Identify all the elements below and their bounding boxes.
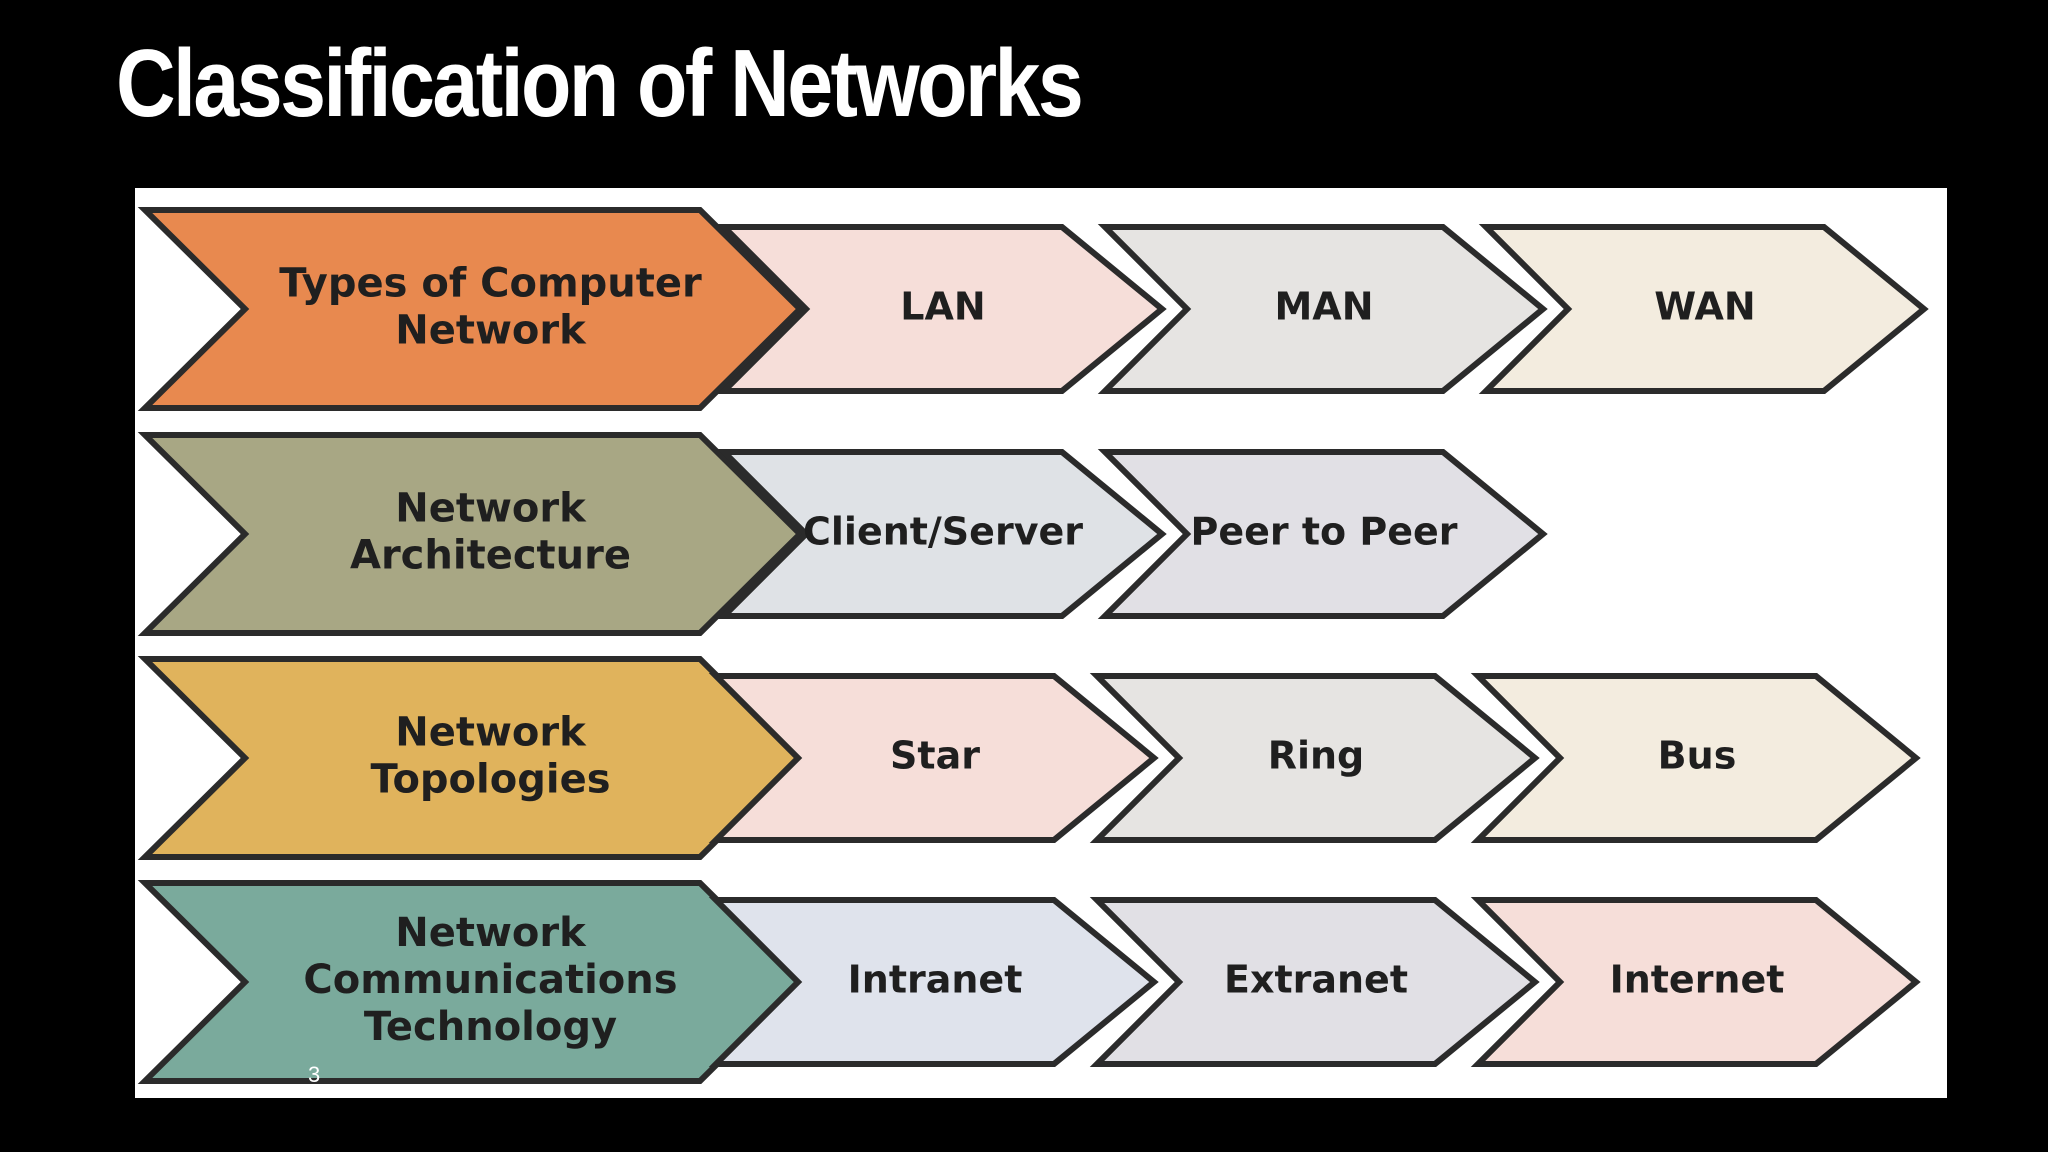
item-ring-chevron	[1089, 673, 1540, 843]
item-peer-to-peer-chevron	[1097, 449, 1548, 619]
category-network-topologies-chevron	[137, 656, 805, 860]
category-network-communications-technology-chevron	[137, 880, 805, 1084]
category-network-topologies-label-line-1: Network	[395, 710, 587, 756]
category-network-architecture-label-line-2: Architecture	[350, 533, 631, 579]
item-internet-label: Internet	[1610, 958, 1785, 1002]
item-star-chevron	[708, 673, 1159, 843]
item-wan-chevron	[1478, 224, 1929, 394]
category-network-communications-technology-label-line-2: Communications	[303, 957, 677, 1003]
category-network-architecture-chevron	[137, 432, 805, 636]
item-intranet-chevron	[708, 897, 1159, 1067]
category-types-of-computer-network-chevron	[137, 207, 805, 411]
category-types-of-computer-network-label-line-2: Network	[395, 308, 587, 354]
item-lan-label: LAN	[900, 285, 985, 329]
item-bus-label: Bus	[1658, 734, 1737, 778]
item-man-chevron	[1097, 224, 1548, 394]
item-man-label: MAN	[1274, 285, 1373, 329]
item-ring-label: Ring	[1268, 734, 1365, 778]
item-bus-chevron	[1470, 673, 1921, 843]
item-client-server-chevron	[716, 449, 1167, 619]
item-extranet-chevron	[1089, 897, 1540, 1067]
item-extranet-label: Extranet	[1224, 958, 1408, 1002]
item-intranet-label: Intranet	[848, 958, 1023, 1002]
item-peer-to-peer-label: Peer to Peer	[1190, 510, 1457, 554]
category-network-topologies-label-line-2: Topologies	[370, 757, 610, 803]
category-types-of-computer-network-label-line-1: Types of Computer	[279, 261, 702, 307]
category-network-architecture-label-line-1: Network	[395, 486, 587, 532]
item-star-label: Star	[890, 734, 980, 778]
item-lan-chevron	[716, 224, 1167, 394]
item-wan-label: WAN	[1654, 285, 1755, 329]
page-number: 3	[308, 1062, 321, 1087]
category-network-communications-technology-label-line-3: Technology	[364, 1004, 617, 1050]
slide-title: Classification of Networks	[116, 30, 1084, 137]
item-client-server-label: Client/Server	[803, 510, 1083, 554]
category-network-communications-technology-label-line-1: Network	[395, 910, 587, 956]
item-internet-chevron	[1470, 897, 1921, 1067]
